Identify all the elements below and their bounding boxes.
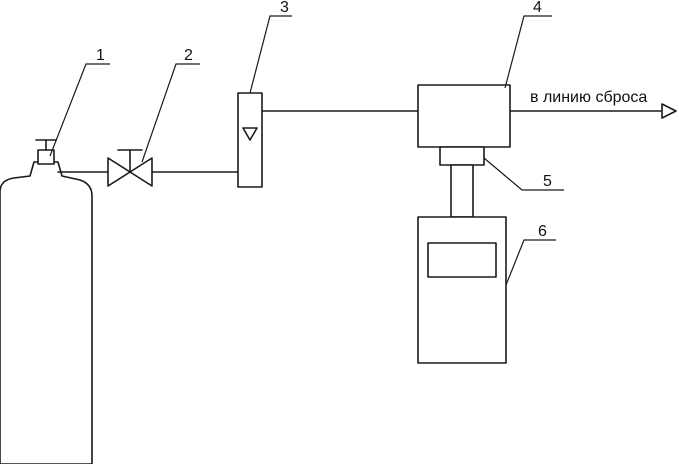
label-adapter: 5 bbox=[543, 173, 552, 190]
flowmeter bbox=[237, 92, 263, 188]
leader-5 bbox=[483, 157, 564, 191]
label-valve: 2 bbox=[184, 47, 193, 64]
gas-analyzer bbox=[417, 216, 507, 364]
label-cylinder: 1 bbox=[96, 47, 105, 64]
leader-2 bbox=[141, 63, 200, 163]
valve bbox=[107, 149, 153, 187]
label-chamber: 4 bbox=[533, 0, 542, 16]
gas-cylinder bbox=[0, 139, 93, 464]
label-flowmeter: 3 bbox=[280, 0, 289, 16]
leader-lines bbox=[49, 15, 564, 286]
outlet-line bbox=[509, 103, 677, 119]
flow-chamber bbox=[417, 84, 511, 148]
leader-4 bbox=[504, 15, 552, 89]
adapter-nozzle bbox=[439, 146, 485, 218]
leader-6 bbox=[505, 239, 556, 286]
leader-3 bbox=[249, 15, 292, 94]
outlet-caption: в линию сброса bbox=[530, 89, 647, 106]
label-analyzer: 6 bbox=[538, 223, 547, 240]
leader-1 bbox=[49, 63, 110, 157]
